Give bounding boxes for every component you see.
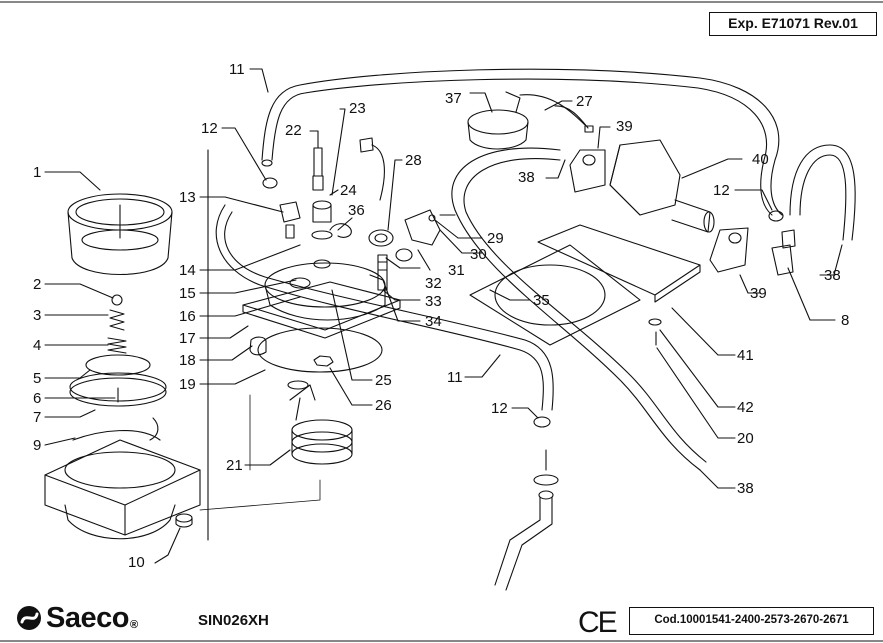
part-13-fitting: [279, 201, 301, 239]
brand-block: Saeco ®: [16, 600, 138, 636]
callout-23: 23: [349, 100, 366, 117]
callout-2: 2: [33, 276, 42, 293]
tube-38-right: [789, 144, 856, 241]
callout-1: 1: [33, 164, 42, 181]
part-32-screw: [377, 254, 388, 291]
callout-8: 8: [841, 312, 850, 329]
callout-25: 25: [375, 372, 392, 389]
part-35-base-plate: [469, 244, 641, 346]
callout-26: 26: [375, 397, 392, 414]
callout-38-bottom: 38: [737, 480, 754, 497]
part-26-nut: [313, 355, 334, 367]
callout-40: 40: [752, 151, 769, 168]
callout-34: 34: [425, 313, 442, 330]
part-19-gasket: [257, 327, 383, 373]
tube-38-left-inner: [463, 158, 707, 463]
brand-name: Saeco: [46, 601, 129, 634]
part-28-thermostat: [359, 137, 394, 247]
callout-9: 9: [33, 437, 42, 454]
part-39-bracket-left: [569, 149, 606, 193]
callout-10: 10: [128, 554, 145, 571]
part-codes: Cod.10001541-2400-2573-2670-2671: [629, 607, 874, 635]
callout-5: 5: [33, 370, 42, 387]
callout-14: 14: [179, 262, 196, 279]
tube-11-top-inner: [271, 78, 773, 216]
part-10-nut: [175, 513, 193, 528]
callout-39-left: 39: [616, 118, 633, 135]
callout-11-top: 11: [229, 61, 245, 78]
part-12-clamp-right: [768, 210, 784, 222]
callout-33: 33: [425, 293, 442, 310]
callout-39-right: 39: [750, 285, 767, 302]
callout-4: 4: [33, 337, 42, 354]
part-12-clamp-top: [262, 177, 278, 189]
part-9-gasket: [72, 430, 161, 441]
part-27-wire: [554, 105, 589, 129]
callout-31: 31: [448, 262, 465, 279]
part-12-clamp-bottom: [533, 416, 551, 428]
callout-7: 7: [33, 409, 42, 426]
callout-19: 19: [179, 376, 196, 393]
part-8-elbow: [771, 229, 796, 276]
part-4-valve: [107, 337, 127, 354]
part-21-heating-element: [287, 380, 353, 465]
saeco-swirl-logo-icon: [17, 606, 41, 630]
callout-32: 32: [425, 275, 442, 292]
registered-mark: ®: [129, 619, 139, 631]
tube-11-top: [261, 68, 783, 216]
tube-38-right-inner: [799, 154, 847, 241]
part-22-pin: [312, 147, 324, 191]
tube-11-lower-inner: [224, 211, 554, 411]
part-2-ball: [111, 294, 123, 306]
callout-38-pump: 38: [518, 169, 535, 186]
callout-30: 30: [470, 246, 487, 263]
callout-24: 24: [340, 182, 357, 199]
callout-27: 27: [576, 93, 593, 110]
part-36-clip: [329, 223, 352, 238]
part-5-shower-screen: [69, 354, 167, 407]
tube-11-end: [261, 159, 273, 167]
part-brew-group-housing: [44, 439, 201, 540]
exploded-view-code: Exp. E71071 Rev.01: [709, 12, 877, 36]
callout-21: 21: [226, 457, 243, 474]
part-24-valve: [311, 200, 333, 240]
callout-18: 18: [179, 352, 196, 369]
ce-mark: CE: [578, 606, 618, 639]
callout-13: 13: [179, 189, 196, 206]
part-31-lever: [395, 209, 441, 262]
callout-36: 36: [348, 202, 365, 219]
part-41-mounting-plate: [537, 224, 701, 303]
callout-38-right: 38: [824, 267, 841, 284]
part-39-bracket-right: [709, 227, 749, 273]
part-1-filter-cup: [67, 193, 173, 276]
callout-29: 29: [487, 230, 504, 247]
callout-37: 37: [445, 90, 462, 107]
callout-3: 3: [33, 307, 42, 324]
callout-28: 28: [405, 152, 422, 169]
callout-15: 15: [179, 285, 196, 302]
callout-17: 17: [179, 330, 196, 347]
part-18-cap: [249, 336, 267, 356]
tube-38-left: [451, 147, 701, 471]
tube-11-lower: [215, 204, 544, 411]
callout-12-bottom: 12: [491, 400, 508, 417]
callout-12-right: 12: [713, 182, 730, 199]
callout-16: 16: [179, 308, 196, 325]
callout-6: 6: [33, 390, 42, 407]
callout-42: 42: [737, 399, 754, 416]
callout-22: 22: [285, 122, 302, 139]
part-40-pump: [609, 139, 715, 233]
model-number: SIN026XH: [198, 612, 269, 629]
part-3-spring: [109, 309, 125, 331]
callout-41: 41: [737, 347, 754, 364]
callout-35: 35: [533, 292, 550, 309]
callout-12-top: 12: [201, 120, 218, 137]
callout-11-lower: 11: [447, 369, 463, 386]
part-42-washer: [648, 318, 662, 326]
callout-20: 20: [737, 430, 754, 447]
part-15-boiler-top: [264, 259, 386, 321]
steam-wand: [494, 449, 559, 591]
